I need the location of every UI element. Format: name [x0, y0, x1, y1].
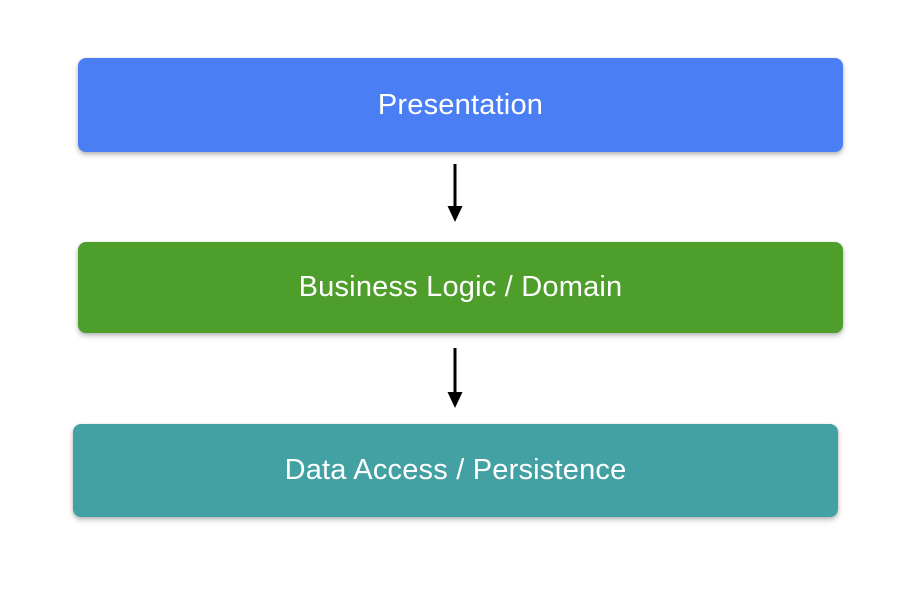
- layer-label-presentation: Presentation: [377, 88, 544, 121]
- layer-label-data-access: Data Access / Persistence: [284, 454, 627, 486]
- layer-box-data-access[interactable]: Data Access / Persistence: [73, 424, 838, 517]
- layer-box-business-logic[interactable]: Business Logic / Domain: [78, 242, 843, 333]
- arrow-presentation-to-business-logic: [440, 164, 470, 224]
- arrow-business-logic-to-data-access: [440, 348, 470, 410]
- layer-box-presentation[interactable]: Presentation: [78, 58, 843, 152]
- layer-label-business-logic: Business Logic / Domain: [298, 271, 623, 303]
